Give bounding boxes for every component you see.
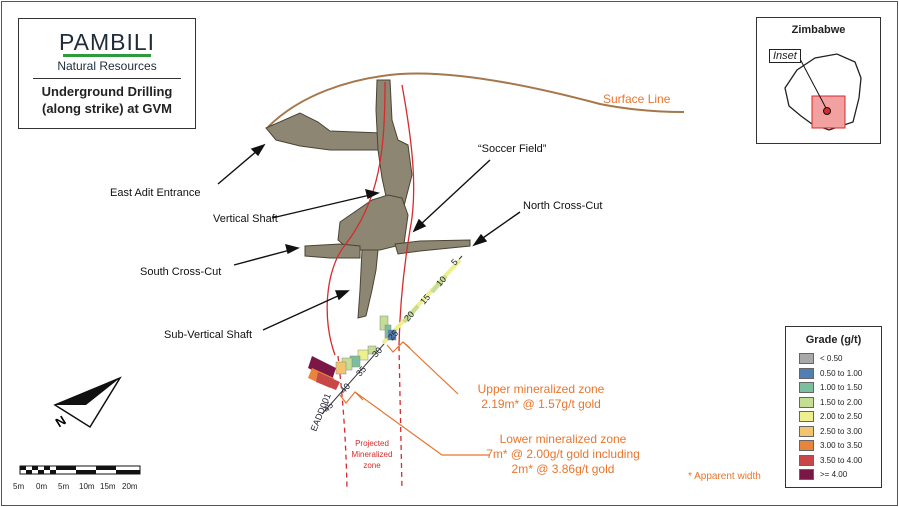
surface-line-label: Surface Line	[603, 92, 671, 106]
depth-45: 45	[321, 400, 335, 414]
title-line-1: Underground Drilling	[41, 84, 173, 99]
legend-label: 3.50 to 4.00	[820, 455, 863, 465]
north-cross-cut-label: North Cross-Cut	[523, 200, 603, 212]
legend-swatch	[799, 411, 814, 422]
soccer-field	[337, 194, 409, 251]
mineralized-zone-lines	[326, 81, 415, 356]
south-cross-cut	[304, 243, 361, 259]
callout-arrows	[217, 143, 521, 331]
scale-label: 0m	[36, 482, 48, 491]
depth-40: 40	[338, 381, 352, 395]
scale-label: 20m	[122, 482, 138, 491]
legend-label: 1.00 to 1.50	[820, 383, 863, 392]
depth-15: 15	[418, 292, 432, 306]
legend-label: 0.50 to 1.00	[820, 368, 863, 378]
apparent-width-note: * Apparent width	[688, 471, 761, 482]
legend-swatch	[799, 440, 814, 451]
company-logo: PAMBILI	[58, 29, 156, 55]
legend-item: >= 4.00	[799, 469, 847, 480]
lower-zone-label: Lower mineralized zone 7m* @ 2.00g/t gol…	[486, 432, 640, 476]
title-divider	[33, 78, 181, 79]
zone-brackets	[339, 341, 490, 456]
upper-zone-label: Upper mineralized zone 2.19m* @ 1.57g/t …	[477, 382, 605, 411]
legend-item: 1.00 to 1.50	[799, 382, 862, 393]
legend-swatch	[799, 425, 814, 437]
legend-item: 1.50 to 2.00	[799, 396, 863, 408]
legend-label: >= 4.00	[820, 470, 848, 479]
surface-line	[267, 72, 685, 128]
inset-country: Zimbabwe	[791, 24, 846, 36]
legend-swatch	[799, 382, 814, 393]
legend-swatch	[799, 353, 814, 364]
grade-legend: Grade (g/t) < 0.50 0.50 to 1.00 1.00 to 1.…	[785, 326, 882, 488]
legend-item: 2.00 to 2.50	[799, 411, 862, 422]
legend-item: 3.50 to 4.00	[799, 454, 863, 466]
scale-bar	[19, 465, 141, 475]
assay-grade-bars	[308, 315, 397, 390]
north-arrow-icon	[53, 376, 122, 429]
sub-vertical-shaft	[357, 249, 379, 319]
depth-5: 5	[449, 257, 460, 267]
scale-label: 15m	[100, 482, 116, 491]
east-adit-label: East Adit Entrance	[110, 187, 201, 199]
legend-label: 2.00 to 2.50	[820, 412, 863, 421]
legend-item: 3.00 to 3.50	[799, 440, 862, 451]
scale-label: 5m	[58, 482, 70, 491]
east-adit	[265, 112, 383, 151]
projected-zone-label: Projected Mineralized zone	[351, 439, 393, 470]
legend-swatch	[799, 469, 814, 480]
legend-label: < 0.50	[820, 354, 843, 363]
north-label: N	[53, 413, 69, 431]
depth-25: 25	[386, 328, 400, 342]
north-cross-cut	[394, 239, 471, 255]
legend-item: < 0.50	[799, 353, 842, 364]
legend-label: 2.50 to 3.00	[820, 426, 863, 436]
depth-10: 10	[434, 274, 448, 288]
vertical-shaft-label: Vertical Shaft	[213, 213, 278, 225]
projected-zone-lines	[337, 345, 403, 491]
scale-label: 10m	[79, 482, 95, 491]
legend-label: 1.50 to 2.00	[820, 397, 863, 407]
depth-20: 20	[402, 309, 416, 323]
inset-tag: Inset	[769, 49, 801, 63]
figure-title: Underground Drilling (along strike) at G…	[19, 83, 195, 117]
depth-30: 30	[370, 345, 384, 359]
title-line-2: (along strike) at GVM	[41, 101, 173, 116]
scale-label: 5m	[13, 482, 25, 491]
logo-underline	[63, 54, 151, 57]
soccer-field-label: “Soccer Field”	[478, 143, 547, 155]
drill-hole-core	[381, 258, 462, 345]
legend-item: 2.50 to 3.00	[799, 425, 863, 437]
legend-title: Grade (g/t)	[805, 334, 862, 346]
legend-swatch	[799, 367, 814, 379]
legend-swatch	[799, 454, 814, 466]
depth-35: 35	[354, 364, 368, 378]
company-subtitle: Natural Resources	[57, 59, 157, 73]
sub-vertical-shaft-label: Sub-Vertical Shaft	[164, 329, 253, 341]
inset-map: Zimbabwe Inset	[756, 17, 881, 144]
south-cross-cut-label: South Cross-Cut	[140, 266, 222, 278]
legend-swatch	[799, 396, 814, 408]
title-box: PAMBILI Natural Resources Underground Dr…	[18, 18, 196, 129]
legend-item: 0.50 to 1.00	[799, 367, 863, 379]
zimbabwe-outline	[784, 53, 862, 131]
legend-label: 3.00 to 3.50	[820, 441, 863, 450]
